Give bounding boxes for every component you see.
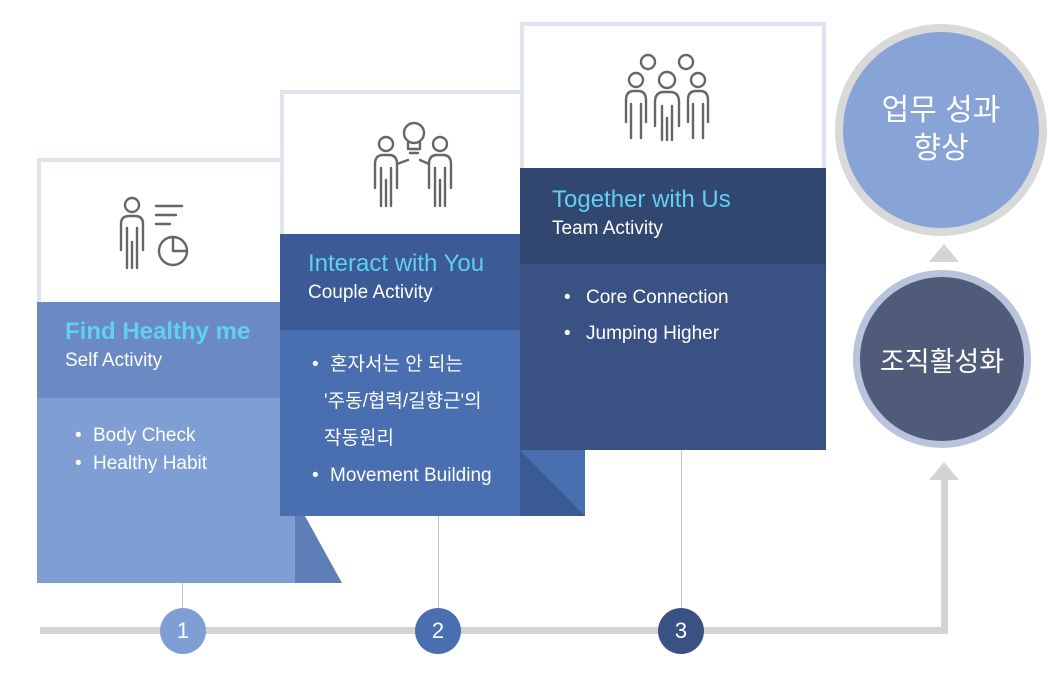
step-1-connector: [182, 583, 183, 611]
arrow-up-lower-icon: [929, 462, 959, 480]
list-item: Healthy Habit: [75, 450, 207, 478]
list-item-continued: 작동원리: [324, 428, 394, 449]
step-3-subtitle: Team Activity: [552, 218, 663, 239]
list-item: Jumping Higher: [564, 316, 729, 352]
step-3-connector: [681, 449, 682, 611]
outcome-activation-label: 조직활성화: [879, 346, 1005, 377]
list-item: Body Check: [75, 422, 207, 450]
outcome-performance-circle: 업무 성과 향상: [835, 24, 1047, 236]
step-2-subtitle: Couple Activity: [308, 282, 433, 303]
step-1-number: 1: [160, 608, 206, 654]
outcome-performance-line2: 향상: [913, 132, 969, 165]
step-2-fold: [520, 450, 585, 516]
step-3-items: Core Connection Jumping Higher: [564, 280, 729, 352]
team-icon: [624, 53, 710, 142]
step-3-header: Together with Us Team Activity: [520, 168, 826, 264]
step-3-icon-panel: [520, 22, 826, 168]
step-3-card: Together with Us Team Activity Core Conn…: [520, 22, 826, 450]
timeline-riser: [941, 478, 948, 634]
step-1-icon-panel: [37, 158, 295, 304]
outcome-performance-line1: 업무 성과: [881, 94, 1001, 127]
step-1-items: Body Check Healthy Habit: [75, 422, 207, 478]
step-2-items: 혼자서는 안 되는 '주동/협력/길향근'의 작동원리 Movement Bui…: [312, 346, 492, 494]
step-1-title: Find Healthy me: [65, 318, 251, 345]
step-2-connector: [438, 516, 439, 611]
outcome-activation-circle: 조직활성화: [853, 270, 1031, 448]
step-1-subtitle: Self Activity: [65, 350, 163, 371]
step-2-icon-panel: [280, 90, 538, 236]
list-item: Core Connection: [564, 280, 729, 316]
step-2-number: 2: [415, 608, 461, 654]
person-chart-icon: [119, 196, 189, 270]
couple-idea-icon: [373, 121, 453, 208]
list-item-continued: '주동/협력/길향근'의: [324, 391, 482, 412]
step-2-title: Interact with You: [308, 250, 485, 277]
step-3-title: Together with Us: [552, 186, 731, 213]
step-2-header: Interact with You Couple Activity: [280, 234, 538, 330]
list-item: 혼자서는 안 되는: [312, 346, 492, 383]
list-item: Movement Building: [312, 457, 492, 494]
arrow-up-upper-icon: [929, 244, 959, 262]
step-3-number: 3: [658, 608, 704, 654]
timeline-track: [40, 627, 948, 634]
step-1-header: Find Healthy me Self Activity: [37, 302, 295, 398]
